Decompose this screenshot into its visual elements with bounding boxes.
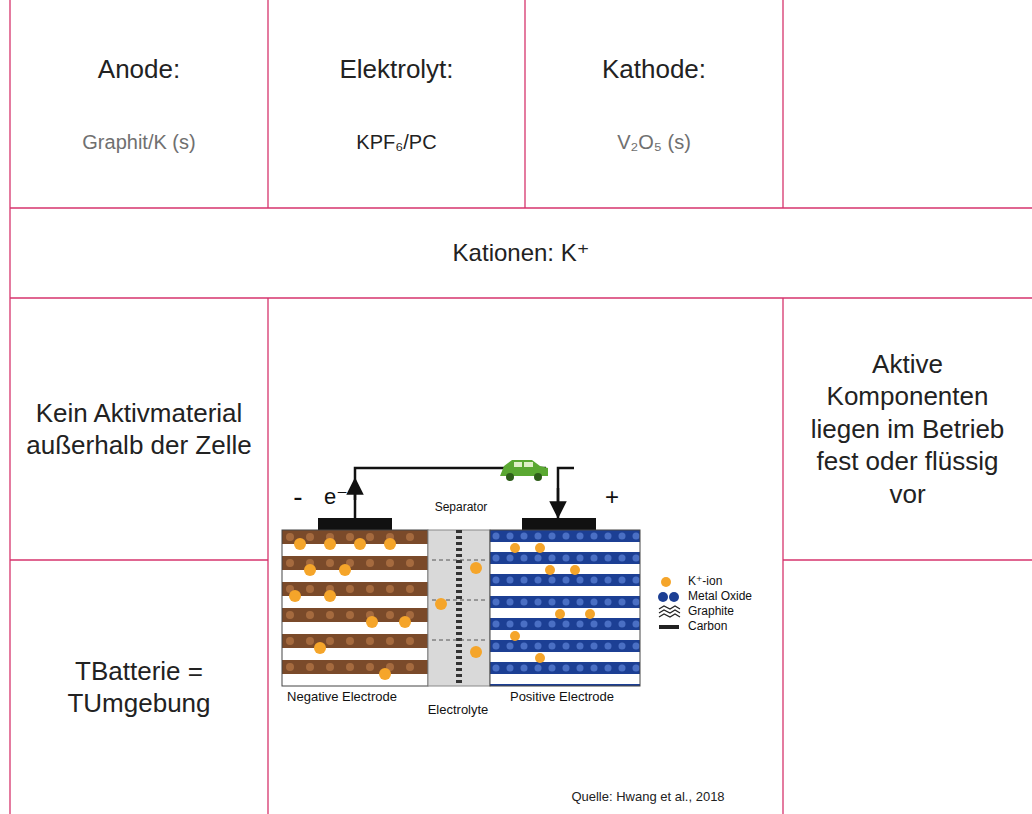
legend-swatch — [656, 605, 682, 619]
cell-text: TBatterie = TUmgebung — [22, 655, 256, 720]
legend-swatch — [656, 575, 682, 589]
table-cell: Elektrolyt: KPF₆/PC — [268, 0, 525, 208]
material-value: Graphit/K (s) — [82, 130, 195, 155]
cell-heading: Anode: — [98, 53, 180, 86]
legend-swatch — [656, 590, 682, 604]
polarity-sign: + — [605, 484, 619, 510]
table-cell: Anode: Graphit/K (s) — [10, 0, 268, 208]
legend-text: K⁺-ion — [688, 574, 722, 589]
legend-entry: K⁺-ion — [656, 574, 722, 589]
band-text: Kationen: K⁺ — [453, 238, 590, 268]
material-value: KPF₆/PC — [356, 130, 436, 155]
cell-heading: Kathode: — [602, 53, 706, 86]
legend-text: Carbon — [688, 619, 727, 634]
legend-swatch — [656, 620, 682, 634]
legend-text: Graphite — [688, 604, 734, 619]
material-value: V₂O₅ (s) — [617, 130, 691, 155]
source-note: Quelle: Hwang et al., 2018 — [571, 790, 724, 804]
legend-entry: Graphite — [656, 604, 734, 619]
part-label: Separator — [433, 501, 490, 514]
part-label: Positive Electrode — [510, 690, 614, 704]
legend-entry: Carbon — [656, 619, 727, 634]
table-cell: Kathode: V₂O₅ (s) — [525, 0, 783, 208]
table-cell: Kein Aktivmaterial außerhalb der Zelle — [10, 298, 268, 560]
table-cell: TBatterie = TUmgebung — [10, 560, 268, 814]
legend-text: Metal Oxide — [688, 589, 752, 604]
cell-text: Kein Aktivmaterial außerhalb der Zelle — [22, 397, 256, 462]
table-band: Kationen: K⁺ — [10, 208, 1032, 298]
cell-heading: Elektrolyt: — [339, 53, 453, 86]
electron-label: e⁻ — [324, 485, 348, 509]
part-label: Negative Electrode — [287, 690, 397, 704]
legend-entry: Metal Oxide — [656, 589, 752, 604]
cell-text: Aktive Komponenten liegen im Betrieb fes… — [795, 348, 1020, 511]
table-cell: Aktive Komponenten liegen im Betrieb fes… — [783, 298, 1032, 560]
part-label: Electrolyte — [428, 703, 489, 717]
polarity-sign: - — [293, 482, 302, 513]
